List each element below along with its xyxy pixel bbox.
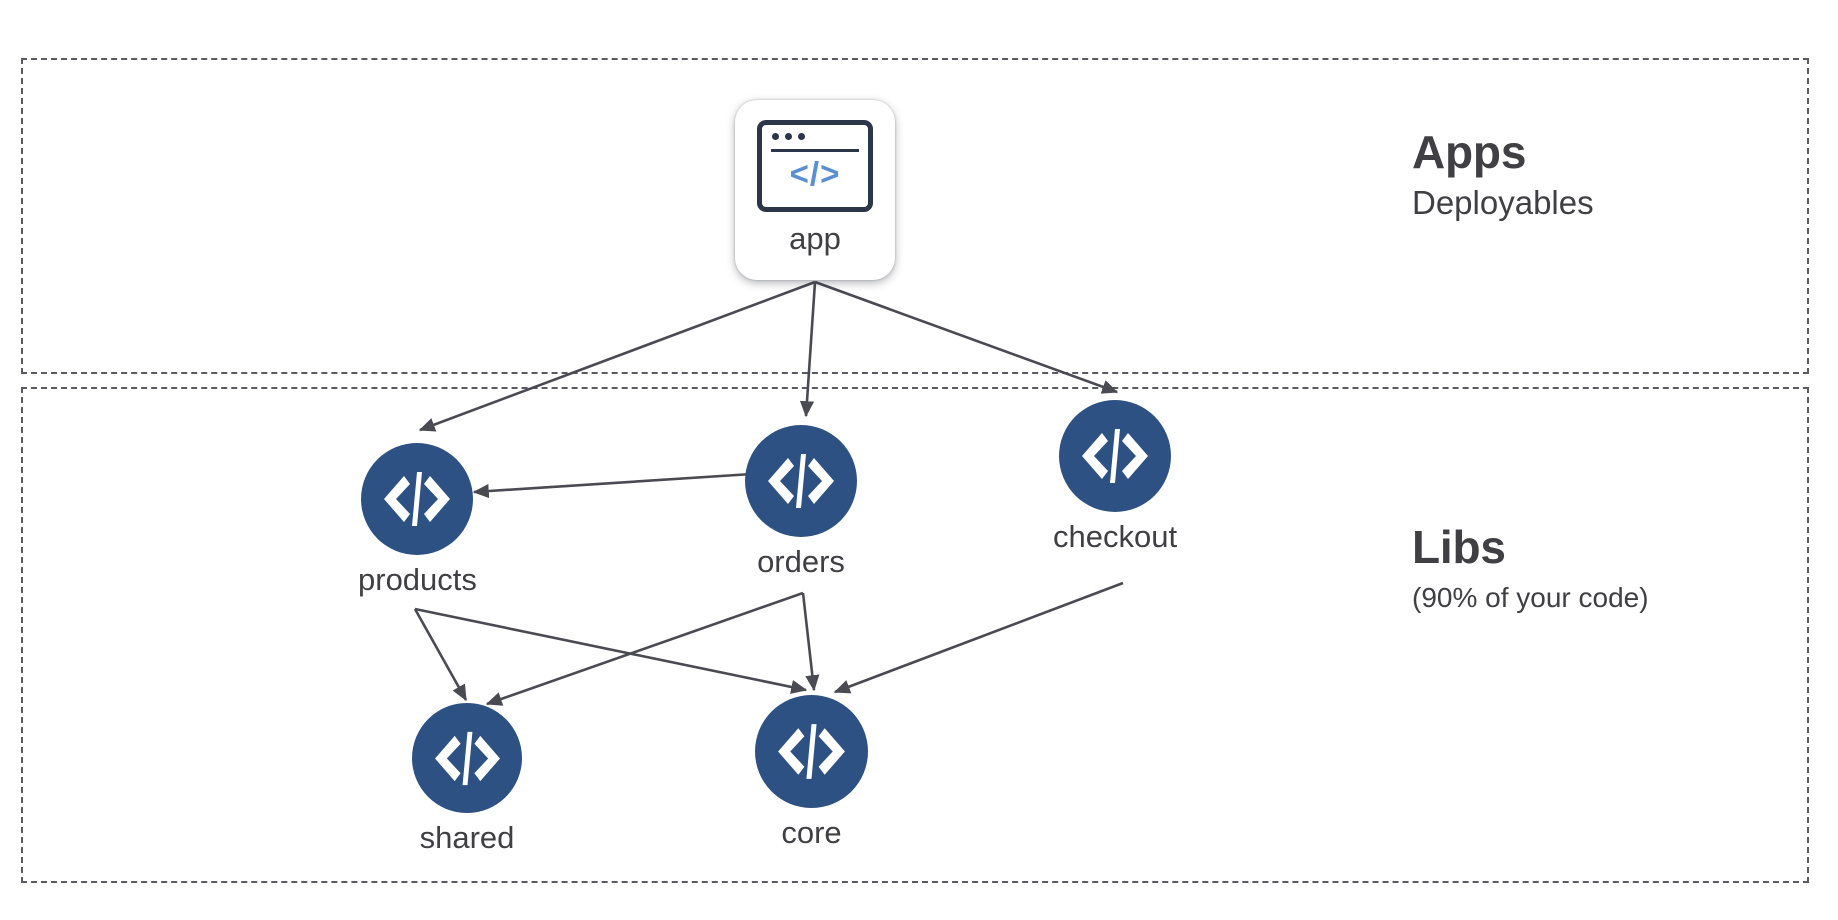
region-libs-subtitle: (90% of your code): [1412, 582, 1649, 613]
region-apps-caption: Apps Deployables: [1412, 126, 1594, 224]
node-checkout[interactable]: checkout: [1053, 400, 1177, 556]
code-brackets-icon: [745, 425, 857, 537]
window-dots-icon: [772, 133, 805, 140]
region-libs: [21, 387, 1809, 883]
browser-window-code-icon: </>: [757, 120, 873, 212]
region-libs-title: Libs: [1412, 521, 1506, 573]
window-titlebar-divider: [771, 149, 859, 152]
node-app[interactable]: </> app: [735, 100, 895, 280]
code-brackets-icon: [755, 695, 868, 808]
node-products-label: products: [358, 562, 477, 597]
code-brackets-icon: [361, 443, 474, 555]
code-brackets-icon: [1059, 400, 1172, 512]
node-orders-label: orders: [757, 544, 845, 579]
node-shared-label: shared: [419, 820, 515, 855]
node-app-label: app: [789, 221, 841, 256]
region-libs-caption: Libs (90% of your code): [1412, 521, 1649, 617]
node-products[interactable]: products: [358, 443, 477, 599]
node-orders[interactable]: orders: [745, 425, 857, 581]
region-apps-subtitle: Deployables: [1412, 184, 1594, 221]
region-apps-title: Apps: [1412, 126, 1527, 178]
code-brackets-glyph: </>: [789, 155, 841, 192]
node-shared[interactable]: shared: [412, 703, 522, 857]
code-brackets-icon: [412, 703, 522, 813]
node-core-label: core: [781, 815, 842, 850]
node-checkout-label: checkout: [1053, 519, 1178, 554]
node-core[interactable]: core: [755, 695, 868, 852]
